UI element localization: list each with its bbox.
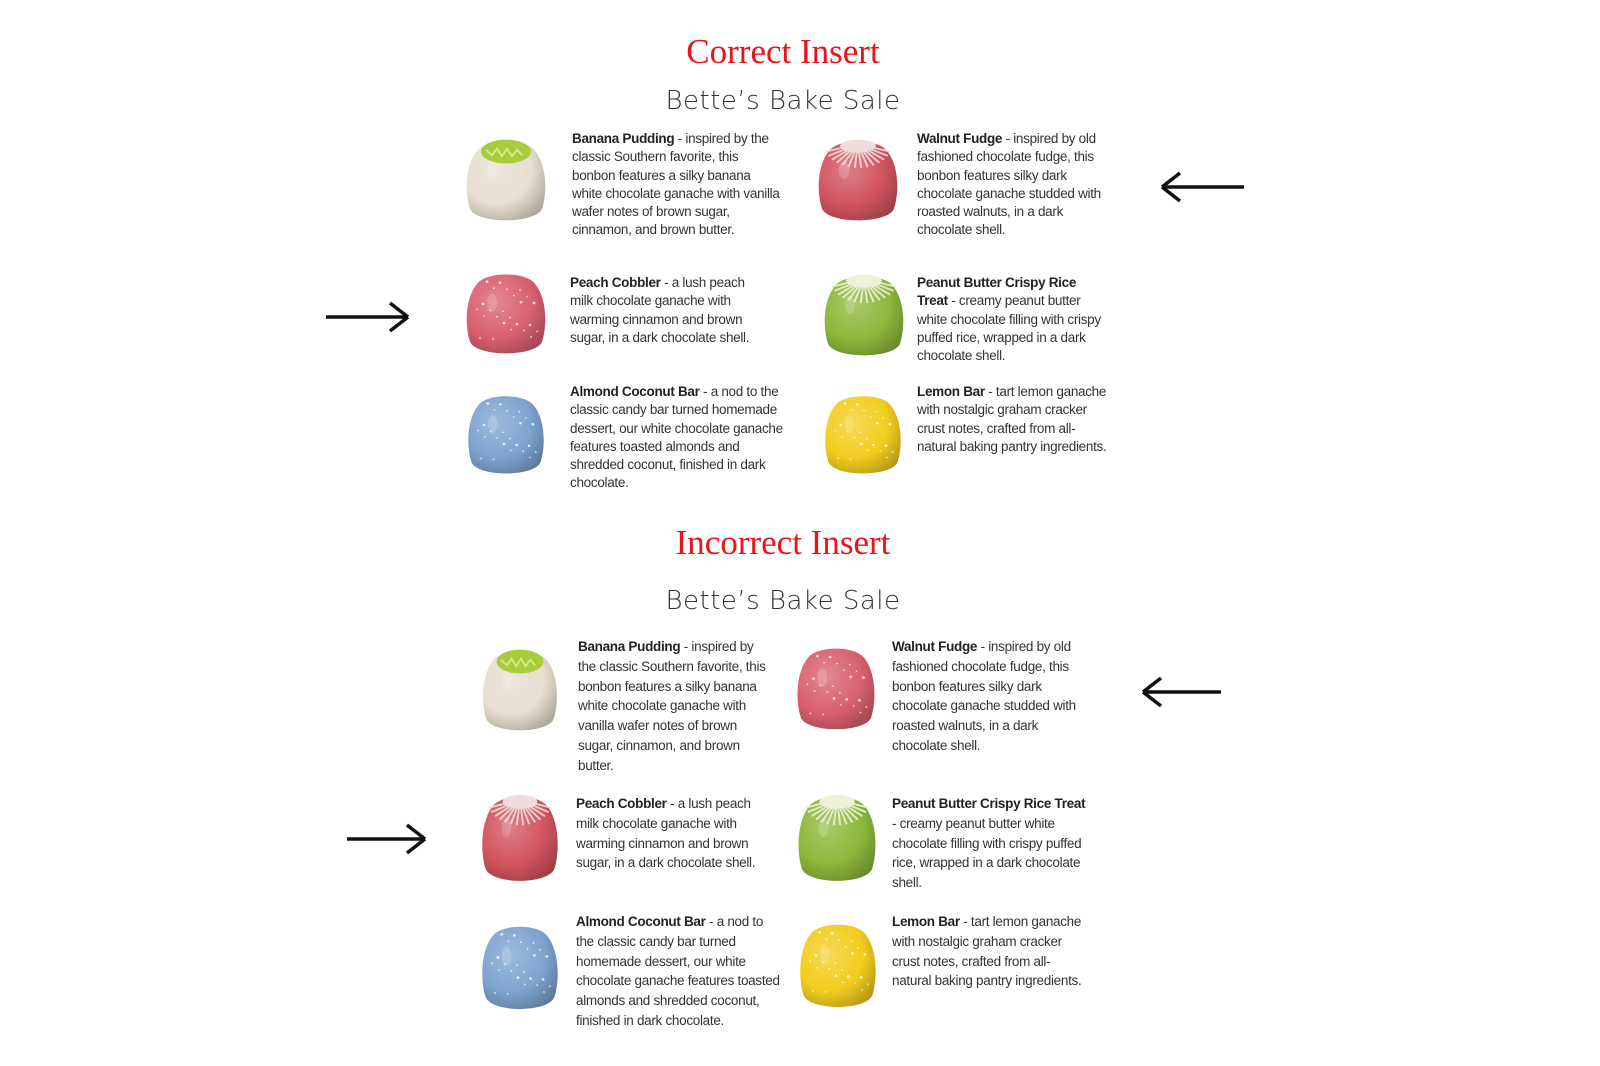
item-description: Banana Pudding - inspired by the classic… — [578, 637, 774, 776]
correct-menu-title: Bette’s Bake Sale — [665, 86, 901, 116]
bonbon-image — [818, 139, 898, 221]
item-description: Peach Cobbler - a lush peach milk chocol… — [570, 274, 768, 347]
item-description: Almond Coconut Bar - a nod to the classi… — [570, 383, 784, 493]
item-description: Lemon Bar - tart lemon ganache with nost… — [917, 383, 1113, 456]
bonbon-image — [482, 794, 558, 881]
item-text: - inspired by the classic Southern favor… — [578, 639, 766, 773]
item-name: Lemon Bar — [892, 914, 960, 929]
item-text: - tart lemon ganache with nostalgic grah… — [892, 914, 1082, 989]
item-name: Peanut Butter Crispy Rice Treat — [917, 275, 1077, 309]
correct-insert-heading: Correct Insert — [686, 32, 880, 71]
item-text: - inspired by old fashioned chocolate fu… — [892, 639, 1076, 753]
item-description: Banana Pudding - inspired by the classic… — [572, 130, 784, 240]
item-name: Walnut Fudge — [892, 639, 978, 654]
bonbon-image — [466, 139, 546, 221]
item-text: - a nod to the classic candy bar turned … — [576, 914, 780, 1028]
bonbon-image — [468, 396, 544, 474]
bonbon-image — [466, 274, 546, 354]
item-description: Peach Cobbler - a lush peach milk chocol… — [576, 794, 768, 873]
left-arrow-icon — [1160, 171, 1244, 203]
item-name: Banana Pudding — [578, 639, 681, 654]
bonbon-image — [797, 648, 875, 730]
item-text: - inspired by the classic Southern favor… — [572, 131, 780, 238]
item-description: Peanut Butter Crispy Rice Treat - creamy… — [917, 274, 1107, 365]
item-description: Almond Coconut Bar - a nod to the classi… — [576, 912, 782, 1031]
bonbon-image — [800, 924, 876, 1008]
bonbon-image — [824, 274, 904, 356]
item-description: Lemon Bar - tart lemon ganache with nost… — [892, 912, 1088, 991]
bonbon-image — [482, 926, 558, 1010]
incorrect-menu-title: Bette’s Bake Sale — [665, 586, 901, 616]
right-arrow-icon — [326, 301, 410, 333]
right-arrow-icon — [347, 823, 427, 855]
item-text: - a lush peach milk chocolate ganache wi… — [570, 275, 750, 345]
incorrect-insert-heading: Incorrect Insert — [675, 523, 891, 562]
item-description: Peanut Butter Crispy Rice Treat - creamy… — [892, 794, 1092, 893]
bonbon-image — [798, 794, 876, 881]
item-description: Walnut Fudge - inspired by old fashioned… — [892, 637, 1082, 756]
item-text: - creamy peanut butter white chocolate f… — [892, 815, 1082, 891]
item-name: Peach Cobbler — [576, 796, 667, 811]
item-name: Peanut Butter Crispy Rice Treat — [892, 796, 1086, 811]
item-text: - inspired by old fashioned chocolate fu… — [917, 131, 1101, 238]
item-text: - a lush peach milk chocolate ganache wi… — [576, 796, 756, 871]
bonbon-image — [483, 649, 557, 731]
item-name: Almond Coconut Bar — [576, 914, 706, 929]
item-name: Lemon Bar — [917, 384, 985, 399]
item-name: Banana Pudding — [572, 131, 675, 146]
item-text: - a nod to the classic candy bar turned … — [570, 384, 783, 491]
item-name: Walnut Fudge — [917, 131, 1003, 146]
item-text: - creamy peanut butter white chocolate f… — [917, 293, 1101, 364]
bonbon-image — [825, 396, 901, 474]
item-name: Peach Cobbler — [570, 275, 661, 290]
item-description: Walnut Fudge - inspired by old fashioned… — [917, 130, 1107, 240]
left-arrow-icon — [1141, 676, 1221, 708]
item-name: Almond Coconut Bar — [570, 384, 700, 399]
item-text: - tart lemon ganache with nostalgic grah… — [917, 384, 1107, 454]
